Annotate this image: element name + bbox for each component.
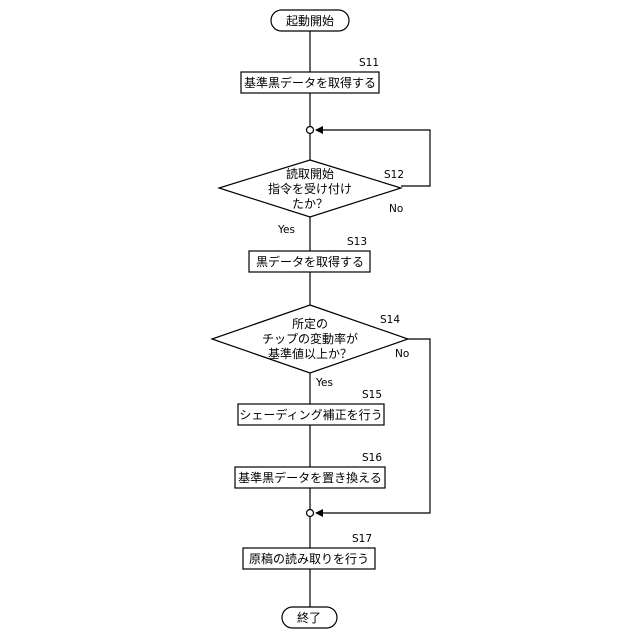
decision-s12-id: S12 — [384, 169, 404, 181]
decision-s12-line-1: 読取開始 — [286, 166, 334, 181]
decision-s12-line-2: 指令を受け付け — [268, 181, 352, 196]
decision-s14-no-label: No — [395, 348, 409, 360]
decision-s12: S12 読取開始 指令を受け付け たか？ No Yes — [219, 160, 404, 236]
step-s15: S15 シェーディング補正を行う — [238, 389, 384, 425]
decision-s12-no-label: No — [389, 203, 403, 215]
step-s11-id: S11 — [359, 57, 379, 69]
decision-s14-line-2: チップの変動率が — [262, 331, 358, 346]
step-s13-label: 黒データを取得する — [256, 254, 364, 269]
end-terminator: 終了 — [282, 607, 337, 628]
end-label: 終了 — [297, 610, 321, 625]
step-s17-id: S17 — [352, 533, 372, 545]
start-label: 起動開始 — [286, 14, 334, 28]
step-s17-label: 原稿の読み取りを行う — [249, 551, 369, 566]
start-terminator: 起動開始 — [271, 10, 349, 31]
step-s16-label: 基準黒データを置き換える — [238, 470, 382, 485]
decision-s12-line-3: たか？ — [292, 197, 328, 211]
decision-s14-line-1: 所定の — [292, 316, 328, 331]
step-s15-label: シェーディング補正を行う — [239, 407, 382, 422]
step-s17: S17 原稿の読み取りを行う — [243, 533, 375, 569]
decision-s12-yes-label: Yes — [277, 224, 295, 236]
decision-s14: S14 所定の チップの変動率が 基準値以上か？ No Yes — [212, 305, 409, 389]
step-s16-id: S16 — [362, 452, 382, 464]
step-s13-id: S13 — [347, 236, 367, 248]
decision-s14-id: S14 — [380, 314, 400, 326]
merge-point-s12 — [307, 127, 314, 134]
step-s11-label: 基準黒データを取得する — [244, 75, 376, 90]
merge-point-s17 — [307, 510, 314, 517]
step-s15-id: S15 — [362, 389, 382, 401]
decision-s14-yes-label: Yes — [315, 377, 333, 389]
decision-s14-line-3: 基準値以上か？ — [268, 346, 352, 361]
